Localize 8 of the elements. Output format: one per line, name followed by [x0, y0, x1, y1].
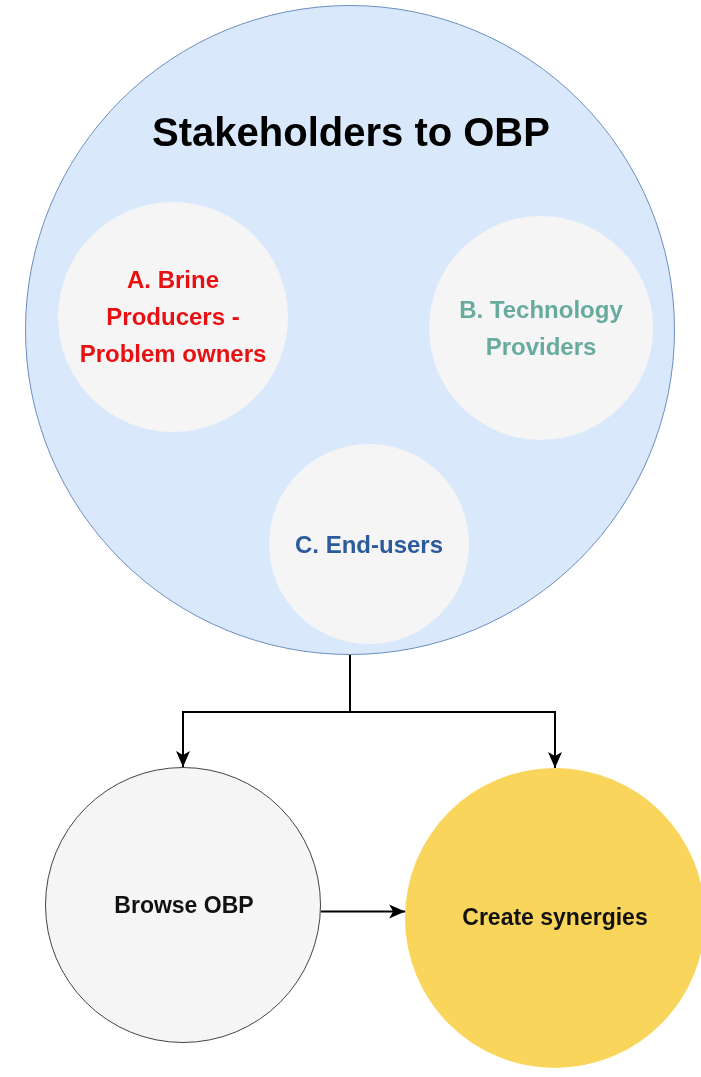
arrow [319, 904, 407, 919]
node-label: Browse OBP [113, 891, 255, 920]
group-title: Stakeholders to OBP [151, 109, 551, 156]
arrow [349, 654, 562, 769]
node-label: C. End-users [294, 529, 444, 560]
node-label: Create synergies [461, 903, 649, 932]
node-label: A. Brine Producers - Problem owners [78, 265, 268, 370]
node-label: B. Technology Providers [458, 295, 624, 363]
